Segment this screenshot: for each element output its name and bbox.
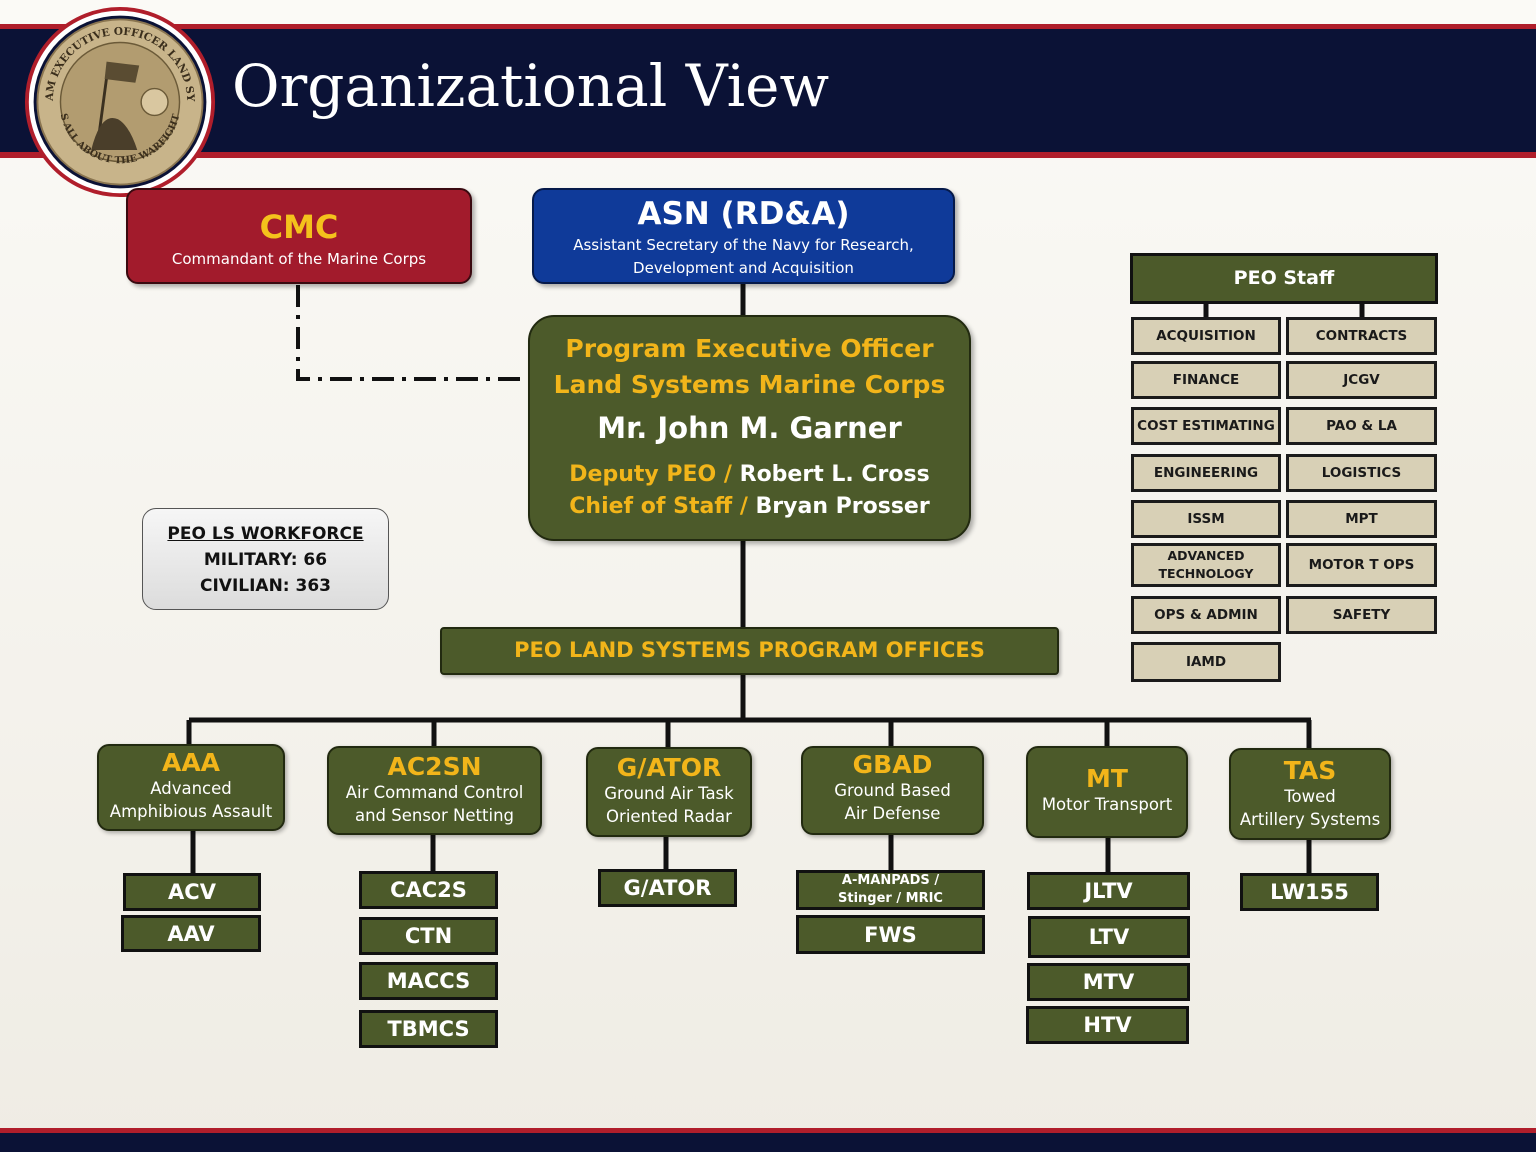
staff-cost-estimating: COST ESTIMATING	[1131, 407, 1281, 445]
deputy-name: Robert L. Cross	[739, 462, 930, 487]
footer-red-stripe	[0, 1128, 1536, 1133]
office-desc-line1: Air Command Control	[345, 783, 524, 802]
program-a-manpads: A-MANPADS / Stinger / MRIC	[796, 870, 985, 910]
program-htv: HTV	[1026, 1006, 1189, 1044]
deputy-label: Deputy PEO /	[569, 462, 732, 487]
office-abbr: AAA	[161, 748, 221, 777]
peo-box: Program Executive Officer Land Systems M…	[528, 315, 971, 541]
staff-safety: SAFETY	[1286, 596, 1437, 634]
office-desc-line1: Ground Based	[834, 781, 951, 800]
office-desc-line2: Artillery Systems	[1239, 810, 1381, 829]
header-bottom-stripe	[0, 152, 1536, 158]
workforce-heading: PEO LS WORKFORCE	[167, 524, 364, 544]
asn-box: ASN (RD&A) Assistant Secretary of the Na…	[532, 188, 955, 284]
workforce-military: MILITARY: 66	[203, 550, 328, 570]
office-desc-line2: Oriented Radar	[606, 807, 732, 826]
office-abbr: GBAD	[852, 750, 933, 779]
staff-advanced-technology: ADVANCED TECHNOLOGY	[1131, 543, 1281, 587]
program-gator: G/ATOR	[598, 869, 737, 907]
program-tbmcs: TBMCS	[359, 1010, 498, 1048]
staff-issm: ISSM	[1131, 500, 1281, 538]
office-desc-line2: Amphibious Assault	[109, 802, 273, 821]
office-card-aaa: AAA Advanced Amphibious Assault	[97, 744, 285, 831]
asn-name-line2: Development and Acquisition	[633, 259, 854, 277]
staff-contracts: CONTRACTS	[1286, 317, 1437, 355]
staff-iamd: IAMD	[1131, 642, 1281, 682]
program-maccs: MACCS	[359, 962, 498, 1000]
staff-jcgv: JCGV	[1286, 361, 1437, 399]
office-abbr: G/ATOR	[616, 753, 722, 782]
staff-ops-admin: OPS & ADMIN	[1131, 596, 1281, 634]
asn-name-line1: Assistant Secretary of the Navy for Rese…	[573, 236, 914, 254]
cos-label: Chief of Staff /	[569, 494, 748, 519]
workforce-civilian: CIVILIAN: 363	[199, 576, 332, 596]
office-card-tas: TAS Towed Artillery Systems	[1229, 748, 1391, 840]
cos-name: Bryan Prosser	[755, 494, 930, 519]
program-ctn: CTN	[359, 917, 498, 955]
office-abbr: AC2SN	[387, 752, 482, 781]
peo-title-line1: Program Executive Officer	[565, 334, 934, 363]
program-jltv: JLTV	[1027, 872, 1190, 910]
asn-abbr: ASN (RD&A)	[637, 196, 850, 232]
staff-logistics: LOGISTICS	[1286, 454, 1437, 492]
workforce-box: PEO LS WORKFORCE MILITARY: 66 CIVILIAN: …	[142, 508, 389, 610]
office-card-gbad: GBAD Ground Based Air Defense	[801, 746, 984, 835]
footer-navy-band	[0, 1133, 1536, 1152]
program-ltv: LTV	[1028, 916, 1190, 958]
header-band	[0, 29, 1536, 152]
program-fws: FWS	[796, 915, 985, 954]
program-acv: ACV	[123, 873, 261, 911]
staff-finance: FINANCE	[1131, 361, 1281, 399]
office-card-gator: G/ATOR Ground Air Task Oriented Radar	[586, 747, 752, 837]
program-cac2s: CAC2S	[359, 871, 498, 909]
office-desc-line2: Air Defense	[844, 804, 941, 823]
program-mtv: MTV	[1027, 963, 1190, 1001]
page-title: Organizational View	[232, 52, 830, 120]
office-desc-line1: Motor Transport	[1041, 795, 1173, 814]
office-desc-line2: and Sensor Netting	[354, 806, 515, 825]
staff-engineering: ENGINEERING	[1131, 454, 1281, 492]
staff-mpt: MPT	[1286, 500, 1437, 538]
office-card-ac2sn: AC2SN Air Command Control and Sensor Net…	[327, 746, 542, 835]
staff-pao-la: PAO & LA	[1286, 407, 1437, 445]
staff-motor-t-ops: MOTOR T OPS	[1286, 543, 1437, 587]
office-desc-line1: Towed	[1284, 787, 1336, 806]
staff-acquisition: ACQUISITION	[1131, 317, 1281, 355]
office-card-mt: MT Motor Transport	[1026, 746, 1188, 838]
office-abbr: TAS	[1283, 756, 1337, 785]
cmc-abbr: CMC	[259, 208, 339, 246]
peo-title-line2: Land Systems Marine Corps	[553, 370, 946, 399]
program-offices-bar: PEO LAND SYSTEMS PROGRAM OFFICES	[440, 627, 1059, 675]
header-top-stripe	[0, 24, 1536, 29]
cmc-name: Commandant of the Marine Corps	[171, 250, 427, 268]
peo-seal-logo: PROGRAM EXECUTIVE OFFICER LAND SYSTEMS I…	[24, 6, 216, 198]
peo-staff-heading: PEO Staff	[1130, 253, 1438, 304]
office-abbr: MT	[1086, 764, 1128, 793]
program-lw155: LW155	[1240, 873, 1379, 911]
cmc-box: CMC Commandant of the Marine Corps	[126, 188, 472, 284]
program-aav: AAV	[121, 915, 261, 952]
office-desc-line1: Ground Air Task	[604, 784, 734, 803]
office-desc-line1: Advanced	[150, 779, 232, 798]
peo-name: Mr. John M. Garner	[597, 411, 902, 445]
